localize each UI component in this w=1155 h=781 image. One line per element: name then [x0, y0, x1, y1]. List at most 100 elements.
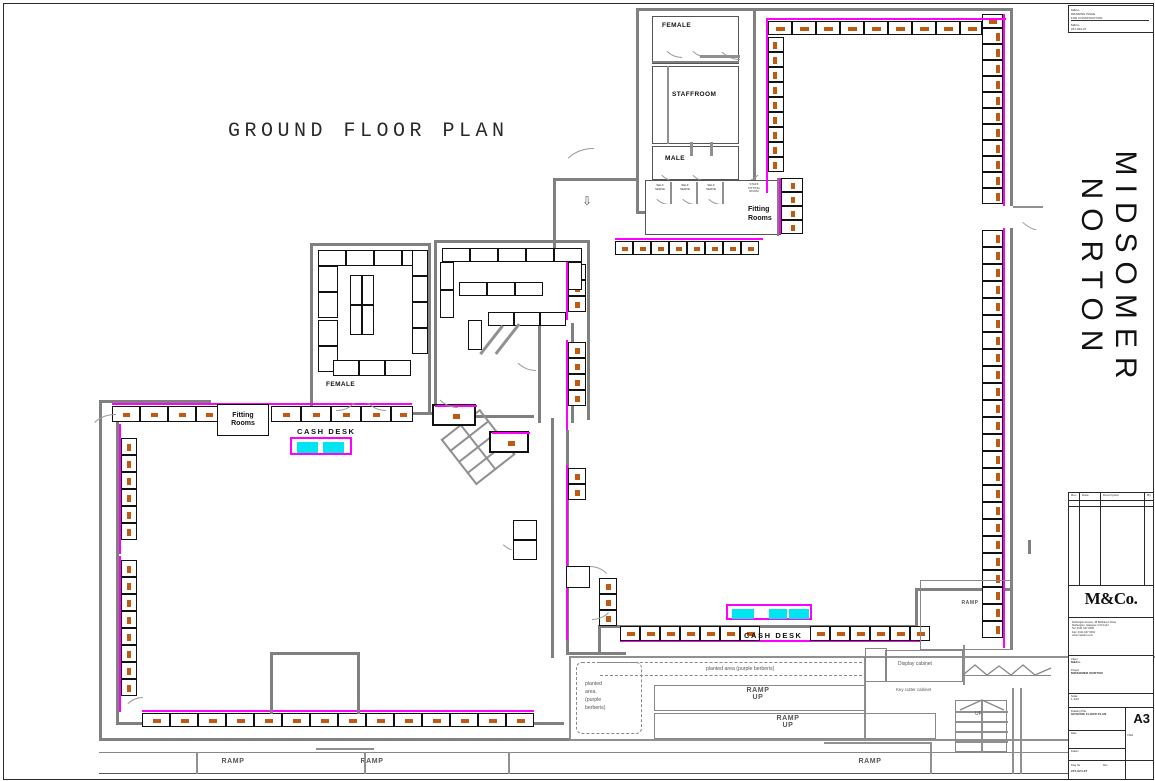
page-title: GROUND FLOOR PLAN — [228, 120, 509, 143]
door-swing — [590, 566, 614, 590]
stock-shelf — [540, 312, 566, 326]
cabinet-side — [865, 648, 887, 682]
fitting-rooms-line-1: Fitting — [232, 412, 254, 419]
magenta-wall-line — [766, 18, 769, 193]
shelf-bay — [615, 241, 633, 255]
shelf-bay — [982, 400, 1003, 417]
shelf-bay — [982, 60, 1003, 76]
shelf-bay — [121, 438, 137, 455]
shelf-bay — [840, 21, 864, 35]
shelf-bay — [112, 406, 140, 422]
planting-edge — [962, 662, 1052, 676]
wall-seg — [636, 8, 756, 11]
shelf-bay — [792, 21, 816, 35]
checked-label: Chkd — [1127, 734, 1134, 737]
shelf-bay — [301, 406, 331, 422]
shelf-bay — [982, 366, 1003, 383]
scale-label: Scale — [1071, 695, 1078, 698]
stamp-line-1: M&Co. — [1071, 8, 1081, 12]
date-label: Date — [1071, 732, 1077, 735]
magenta-wall-line — [620, 640, 920, 643]
wall-seg — [551, 418, 554, 658]
cash-desk-label-bottom: CASH DESK — [744, 631, 803, 640]
door-swing — [651, 186, 669, 204]
ramp-up-1 — [654, 685, 866, 711]
shelf-bay — [768, 127, 784, 142]
address-line-3: Tel: 0141 647 0000 — [1072, 627, 1095, 631]
shelf-bay — [450, 713, 478, 727]
stamp-line-3: FOR CONSTRUCTION — [1071, 16, 1103, 20]
cash-desk-unit — [789, 609, 809, 619]
wall-seg — [753, 8, 1013, 11]
shelf-bay — [982, 28, 1003, 44]
shelf-bay — [478, 713, 506, 727]
micro-label-staff-note: STAFF FITTING ROOM — [748, 182, 760, 194]
rev-col-desc: Description — [1103, 493, 1120, 497]
shelf-bay — [282, 713, 310, 727]
shelf-bay — [982, 108, 1003, 124]
key-cutting-cabinet-label: Key cutter cabinet — [896, 687, 932, 692]
shelf-bay — [982, 536, 1003, 553]
rev-col-rev: Rev — [1071, 493, 1077, 497]
shelf-bay — [121, 594, 137, 611]
ramp-bottom-strip — [99, 752, 1099, 774]
shelf-bay — [705, 241, 723, 255]
project-name-text: MIDSOMER NORTON — [1075, 150, 1142, 388]
stock-shelf — [346, 250, 374, 266]
client-value: M&Co. — [1071, 660, 1081, 665]
shelf-bay — [768, 142, 784, 157]
cash-desk-unit — [769, 609, 787, 619]
ramp-up-1-label: RAMP UP — [746, 687, 770, 701]
stock-shelf — [514, 312, 540, 326]
rev-col-date: Date — [1082, 493, 1089, 497]
shelf-bay — [768, 21, 792, 35]
shelf-bay — [781, 178, 803, 192]
stock-shelf — [374, 250, 402, 266]
drawing-number: 247-024-07 — [1071, 769, 1088, 773]
sheet-border — [3, 3, 1154, 780]
address-line-5: www.mandco.com — [1072, 633, 1094, 637]
cash-desk-unit — [732, 609, 754, 619]
magenta-wall-line — [768, 18, 1006, 21]
project-name-vertical: MIDSOMER NORTON — [1075, 55, 1142, 455]
paper-size-badge: A3 — [1133, 711, 1150, 726]
shelf-bay — [680, 626, 700, 641]
shelf-bay — [982, 485, 1003, 502]
magenta-wall-line — [142, 710, 534, 713]
shelf-bay — [781, 220, 803, 234]
door-swing — [432, 382, 458, 408]
planted-strip-label: planted area (purple berberis) — [706, 666, 775, 672]
stock-shelf — [442, 248, 470, 262]
shelf-bay — [660, 626, 680, 641]
magenta-wall-line — [119, 424, 122, 554]
shelf-bay — [982, 230, 1003, 247]
stock-shelf — [554, 248, 582, 262]
ramp-right-cell — [920, 580, 1012, 650]
wall-seg — [636, 8, 639, 214]
door-swing — [592, 596, 616, 620]
shelf-bay — [982, 451, 1003, 468]
small-fixture — [566, 566, 590, 588]
stock-shelf — [350, 305, 362, 335]
wall-seg — [538, 323, 541, 423]
stair-up-label: UP — [975, 711, 982, 717]
shelf-bay — [338, 713, 366, 727]
project-label: Project — [1071, 668, 1080, 672]
wall-seg — [753, 8, 756, 180]
stock-shelf — [318, 250, 346, 266]
shelf-bay — [982, 76, 1003, 92]
shelf-bay — [121, 523, 137, 540]
ramp-right-label: RAMP — [961, 600, 979, 606]
cash-desk-label-left: CASH DESK — [297, 427, 356, 436]
wall-seg — [667, 66, 669, 144]
door-swing — [677, 186, 695, 204]
address-line-4: Fax: 0141 647 0001 — [1072, 630, 1096, 634]
magenta-wall-line — [566, 465, 569, 640]
stock-shelf — [468, 320, 482, 350]
shelf-bay — [781, 192, 803, 206]
title-block: Rev Date Description By M&Co. Rutherglen… — [1068, 492, 1154, 780]
fitting-rooms-line-2: Rooms — [231, 420, 255, 427]
shelf-bay — [391, 406, 413, 422]
stamp-line-4: M&Co. — [1071, 23, 1081, 27]
